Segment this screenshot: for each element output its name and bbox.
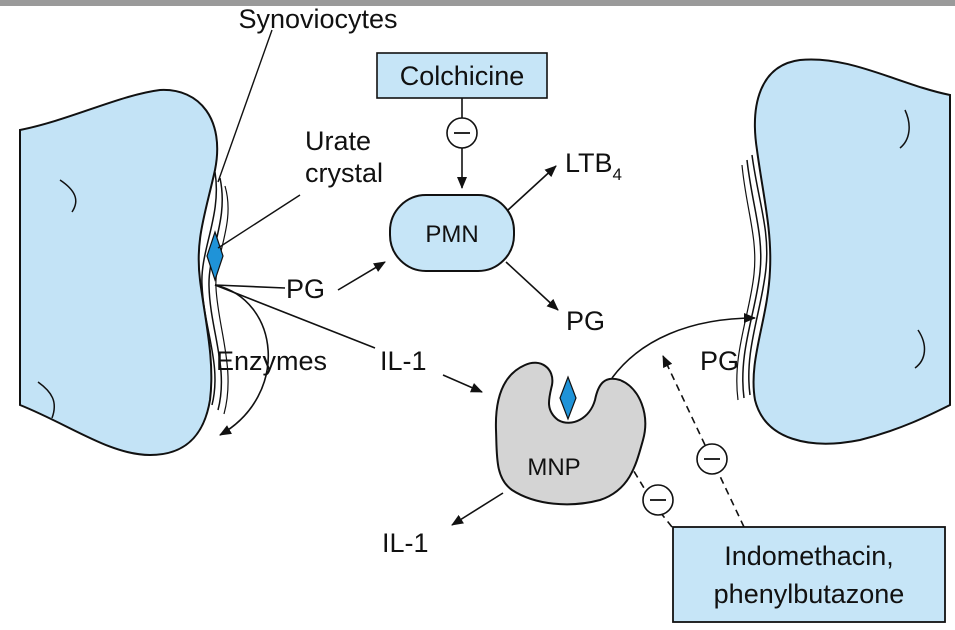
- mnp-cell: [494, 361, 647, 506]
- synoviocytes-label: Synoviocytes: [238, 4, 397, 34]
- pmn-box: [389, 194, 515, 272]
- pg-label-left: PG: [286, 274, 325, 304]
- top-border: [0, 0, 955, 6]
- pg-to-pmn-arrow-2: [337, 261, 386, 291]
- mnp-crystal-shape: [559, 375, 577, 421]
- phenylbutazone-label: phenylbutazone: [714, 579, 905, 609]
- enzymes-curved-arrow: [214, 284, 269, 436]
- left-joint-bone: [19, 88, 229, 457]
- pmn-to-ltb4-arrow: [507, 165, 557, 211]
- enzymes-label: Enzymes: [216, 346, 327, 376]
- indo-inhibit-dashed-2: [717, 471, 745, 528]
- crystal-label: crystal: [305, 158, 383, 188]
- colchicine-box: [376, 52, 548, 99]
- pmn-label: PMN: [425, 221, 478, 248]
- urate-label: Urate: [305, 126, 371, 156]
- right-joint-bone: [736, 58, 951, 445]
- synoviocytes-pointer-line: [217, 29, 273, 183]
- mnp-to-pg-curved-arrow: [611, 313, 756, 379]
- urate-crystal-shape: [206, 230, 224, 282]
- pmn-to-pg-arrow: [505, 261, 559, 311]
- il1-label-bottom: IL-1: [382, 528, 429, 558]
- pg-inhibit-symbol: [696, 443, 728, 475]
- il1-to-mnp-arrow: [442, 374, 483, 393]
- indomethacin-label: Indomethacin,: [724, 541, 894, 571]
- il1-label-top: IL-1: [380, 346, 427, 376]
- urate-crystal-pointer-line: [217, 194, 301, 249]
- pg-to-pmn-arrow: [214, 284, 286, 289]
- crystal-to-il1-line: [214, 284, 376, 349]
- mnp-inhibit-symbol: [642, 484, 674, 516]
- pg-label-right: PG: [700, 346, 739, 376]
- indo-inhibit-dashed-3: [662, 355, 706, 446]
- ltb4-label: LTB4: [565, 148, 622, 184]
- mnp-label: MNP: [527, 454, 580, 481]
- pg-label-lower: PG: [566, 306, 605, 336]
- mnp-to-il1-arrow: [451, 492, 504, 526]
- indomethacin-box: [672, 526, 946, 623]
- colchicine-label: Colchicine: [400, 61, 525, 91]
- colchicine-inhibit-symbol: [446, 117, 478, 149]
